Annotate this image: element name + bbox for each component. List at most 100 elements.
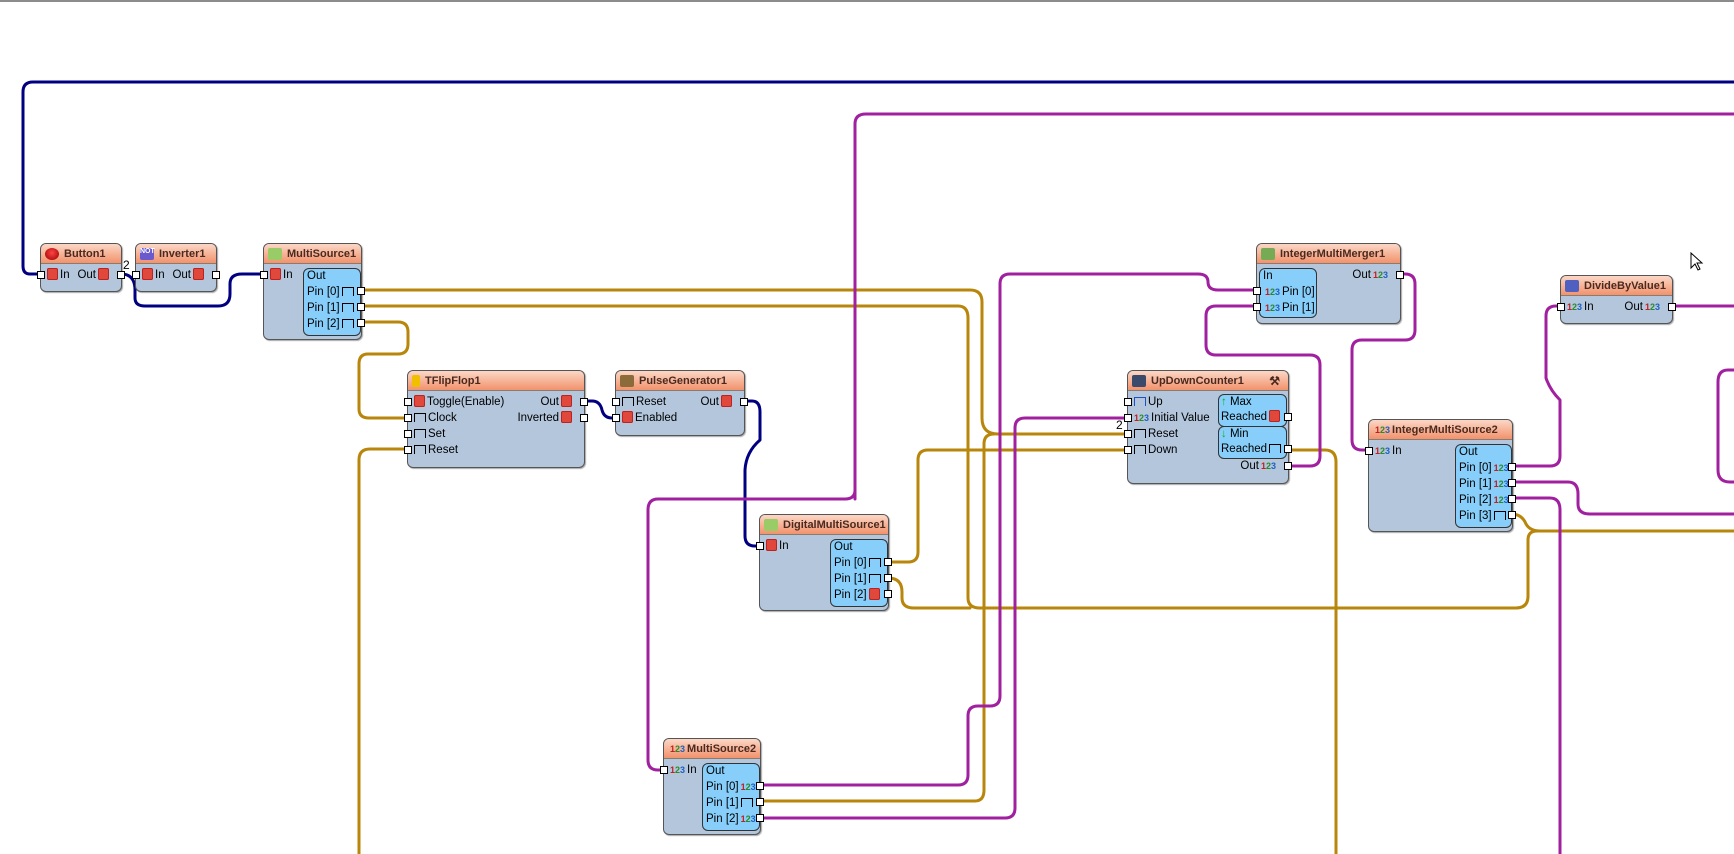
input-pin-reset[interactable] xyxy=(1124,430,1132,438)
settings-tools-icon[interactable]: ⚒ xyxy=(1269,373,1280,388)
component-header[interactable]: IntegerMultiMerger1 xyxy=(1257,244,1400,264)
pin-label: Pin [2] xyxy=(307,318,340,330)
component-pulsegenerator1[interactable]: PulseGenerator1 Reset Enabled Out xyxy=(612,370,748,436)
input-pin-set[interactable] xyxy=(404,430,412,438)
input-pin-toggle[interactable] xyxy=(404,398,412,406)
wire-ms2-pin1-counter-reset[interactable] xyxy=(758,432,996,803)
component-button1[interactable]: Button1 In Out xyxy=(37,243,125,292)
clock-icon xyxy=(868,574,881,583)
input-pin-in[interactable] xyxy=(660,766,668,774)
output-pin-min-reached[interactable] xyxy=(1284,445,1292,453)
output-pin-2[interactable] xyxy=(756,814,764,822)
wire-button-out-multisource-in[interactable] xyxy=(119,272,264,308)
output-pin-out[interactable] xyxy=(212,271,220,279)
wire-dms1-pin0-counter-down[interactable] xyxy=(886,448,1129,564)
wire-merger-out-ims2-in[interactable] xyxy=(1350,272,1417,452)
output-pin-1[interactable] xyxy=(756,798,764,806)
wire-counter-minreached[interactable] xyxy=(1285,448,1338,854)
wire-ims2-pin2[interactable] xyxy=(1509,496,1562,854)
pin-label: Pin [0] xyxy=(307,286,340,298)
wire-ims2-pin0-divide-in[interactable] xyxy=(1509,304,1562,468)
output-pin-inverted[interactable] xyxy=(580,414,588,422)
output-pin-1[interactable] xyxy=(357,303,365,311)
wire-tflipflop-out-pulse-enabled[interactable] xyxy=(581,399,617,420)
component-header[interactable]: PulseGenerator1 xyxy=(616,371,744,391)
input-pin-reset[interactable] xyxy=(404,446,412,454)
wire-pulse-out-digitalmultisource-in[interactable] xyxy=(742,399,762,548)
wire-ms1-pin2-tflipflop-clock[interactable] xyxy=(357,320,410,420)
component-header[interactable]: DigitalMultiSource1 xyxy=(760,515,888,535)
output-pin-1[interactable] xyxy=(1508,479,1516,487)
wire-top-purple-down-ms2[interactable] xyxy=(646,488,857,772)
output-pin-out[interactable] xyxy=(740,398,748,406)
wire-top-purple[interactable] xyxy=(853,112,1734,501)
input-pin-enabled[interactable] xyxy=(612,414,620,422)
output-pin-out[interactable] xyxy=(1396,271,1404,279)
arrow-down-icon: ↓ xyxy=(1221,428,1227,440)
output-pin-3[interactable] xyxy=(1508,511,1516,519)
component-header[interactable]: DivideByValue1 xyxy=(1561,276,1672,296)
component-multisource1[interactable]: MultiSource1 In Out Pin [0] Pin [1] Pin … xyxy=(260,243,365,340)
output-pin-0[interactable] xyxy=(357,287,365,295)
wire-counter-out-merger-pin1[interactable] xyxy=(1204,304,1322,468)
wire-button-in-loop[interactable] xyxy=(21,80,1734,276)
output-pin-2[interactable] xyxy=(884,590,892,598)
input-pin-in[interactable] xyxy=(1557,303,1565,311)
pin-label: Reached xyxy=(1221,411,1268,423)
wire-tflipflop-reset[interactable] xyxy=(357,447,409,854)
output-pin-1[interactable] xyxy=(884,574,892,582)
input-pin-1[interactable] xyxy=(1253,303,1261,311)
pin-label: In xyxy=(1392,445,1402,457)
output-pin-0[interactable] xyxy=(756,782,764,790)
component-header[interactable]: TFlipFlop1 xyxy=(408,371,584,391)
pin-label: Pin [1] xyxy=(834,573,867,585)
wire-ims2-pin3[interactable] xyxy=(1509,512,1542,533)
input-pin-in[interactable] xyxy=(1365,447,1373,455)
wire-ms1-pin1[interactable] xyxy=(358,304,1734,610)
output-pin-out[interactable] xyxy=(117,271,125,279)
component-digitalmultisource1[interactable]: DigitalMultiSource1 In Out Pin [0] Pin [… xyxy=(756,514,892,611)
output-pin-out[interactable] xyxy=(1668,303,1676,311)
component-tflipflop1[interactable]: TFlipFlop1 Toggle(Enable) Clock Set Rese… xyxy=(404,370,588,468)
input-pin-in[interactable] xyxy=(756,542,764,550)
pin-label: In xyxy=(283,269,293,281)
output-pin-max-reached[interactable] xyxy=(1284,413,1292,421)
wire-ms2-pin0[interactable] xyxy=(758,272,1258,787)
output-pin-0[interactable] xyxy=(1508,463,1516,471)
output-group-label: Out xyxy=(706,765,725,777)
input-pin-clock[interactable] xyxy=(404,414,412,422)
component-title: UpDownCounter1 xyxy=(1151,374,1244,387)
wire-right-loop[interactable] xyxy=(1716,368,1734,484)
input-pin-in[interactable] xyxy=(132,271,140,279)
input-pin-up[interactable] xyxy=(1124,398,1132,406)
wire-dms1-pin1[interactable] xyxy=(886,576,972,610)
input-pin-reset[interactable] xyxy=(612,398,620,406)
component-header[interactable]: Button1 xyxy=(41,244,121,264)
flipflop-icon xyxy=(412,374,420,387)
component-header[interactable]: UpDownCounter1 ⚒ xyxy=(1128,371,1288,391)
input-pin-in[interactable] xyxy=(37,271,45,279)
output-pin-0[interactable] xyxy=(884,558,892,566)
wire-ims2-pin1[interactable] xyxy=(1509,480,1734,516)
output-pin-out[interactable] xyxy=(1284,462,1292,470)
wire-ms2-pin2-counter-initial[interactable] xyxy=(758,416,1129,820)
boolean-icon xyxy=(142,268,153,280)
input-pin-0[interactable] xyxy=(1253,287,1261,295)
output-group: Out Pin [0]123 Pin [1] Pin [2]123 xyxy=(702,763,760,831)
input-pin-initial-value[interactable] xyxy=(1124,414,1132,422)
output-pin-2[interactable] xyxy=(357,319,365,327)
output-pin-out[interactable] xyxy=(580,398,588,406)
component-header[interactable]: MultiSource1 xyxy=(264,244,361,264)
input-pin-down[interactable] xyxy=(1124,446,1132,454)
input-pin-in[interactable] xyxy=(260,271,268,279)
output-pin-2[interactable] xyxy=(1508,495,1516,503)
